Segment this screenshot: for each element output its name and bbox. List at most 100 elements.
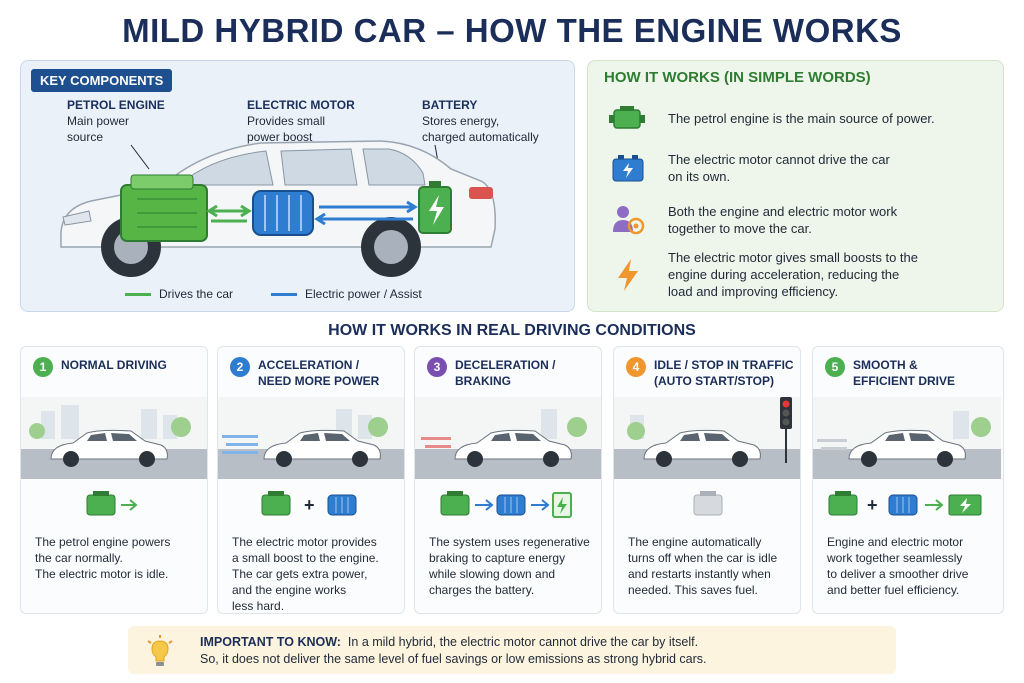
petrol-engine-label: PETROL ENGINE Main power source [67, 97, 165, 145]
acceleration-scene [218, 397, 404, 479]
card-title-line1: NORMAL DRIVING [61, 358, 167, 372]
hw-item-2-line2: on its own. [668, 169, 731, 184]
idle-stop-scene [614, 397, 800, 479]
electric-motor-heading: ELECTRIC MOTOR [247, 98, 355, 112]
engine-component [120, 174, 208, 242]
card-text-line: Engine and electric motor [827, 535, 964, 549]
important-note: IMPORTANT TO KNOW: In a mild hybrid, the… [128, 626, 896, 674]
card-description: The engine automatically turns off when … [628, 534, 793, 598]
legend-electric-label: Electric power / Assist [305, 287, 422, 301]
note-text: IMPORTANT TO KNOW: In a mild hybrid, the… [200, 634, 890, 668]
card-normal-driving: 1 NORMAL DRIVING The petrol engine power… [20, 346, 208, 614]
petrol-engine-heading: PETROL ENGINE [67, 98, 165, 112]
deceleration-flow [440, 491, 572, 518]
card-acceleration: 2 ACCELERATION / NEED MORE POWER + The e… [217, 346, 405, 614]
card-title-line2: BRAKING [455, 374, 511, 388]
card-text-line: less hard. [232, 599, 285, 613]
card-number: 5 [825, 357, 845, 377]
svg-text:+: + [867, 495, 878, 515]
hw-item-1-text: The petrol engine is the main source of … [668, 110, 935, 126]
battery-icon [606, 153, 650, 183]
card-title: DECELERATION / BRAKING [455, 357, 595, 389]
hw-item-2-line1: The electric motor cannot drive the car [668, 152, 890, 167]
normal-flow [86, 491, 138, 516]
hw-item-battery: The electric motor cannot drive the car … [588, 151, 1005, 185]
card-number: 4 [626, 357, 646, 377]
teamwork-icon [606, 205, 650, 235]
hw-item-4-line3: load and improving efficiency. [668, 284, 839, 299]
battery-component [418, 181, 452, 234]
acceleration-flow: + [261, 491, 357, 516]
smooth-drive-scene [813, 397, 1001, 479]
card-description: The electric motor provides a small boos… [232, 534, 397, 613]
card-text-line: turns off when the car is idle [628, 551, 778, 565]
card-idle-stop: 4 IDLE / STOP IN TRAFFIC (AUTO START/STO… [613, 346, 801, 614]
card-text-line: needed. This saves fuel. [628, 583, 758, 597]
battery-label: BATTERY Stores energy, charged automatic… [422, 97, 539, 145]
battery-heading: BATTERY [422, 98, 478, 112]
card-text-line: The car gets extra power, [232, 567, 368, 581]
hw-item-3-line1: Both the engine and electric motor work [668, 204, 898, 219]
card-smooth-drive: 5 SMOOTH & EFFICIENT DRIVE + Engine and … [812, 346, 1004, 614]
card-text-line: braking to capture energy [429, 551, 566, 565]
hw-item-4-line1: The electric motor gives small boosts to… [668, 250, 918, 265]
legend-green-line [125, 292, 151, 296]
petrol-engine-desc-2: source [67, 130, 104, 144]
normal-driving-scene [21, 397, 207, 479]
note-line-2: So, it does not deliver the same level o… [200, 652, 707, 666]
card-title: IDLE / STOP IN TRAFFIC (AUTO START/STOP) [654, 357, 794, 389]
electric-motor-desc-2: power boost [247, 130, 313, 144]
car-illustration [60, 140, 496, 277]
card-text-line: and restarts instantly when [628, 567, 771, 581]
card-text-line: while slowing down and [429, 567, 556, 581]
idle-stop-flow [693, 491, 723, 516]
card-deceleration: 3 DECELERATION / BRAKING The system uses… [414, 346, 602, 614]
battery-desc-2: charged automatically [422, 130, 539, 144]
legend-blue-line [271, 292, 297, 296]
card-text-line: The electric motor is idle. [35, 567, 169, 581]
legend-drives-label: Drives the car [159, 287, 234, 301]
how-it-works-title: HOW IT WORKS (IN SIMPLE WORDS) [604, 69, 871, 86]
hw-item-lightning: The electric motor gives small boosts to… [588, 249, 1005, 300]
note-line-1: In a mild hybrid, the electric motor can… [347, 635, 699, 649]
card-text-line: The electric motor provides [232, 535, 377, 549]
key-components-panel: KEY COMPONENTS PETROL ENGINE Main power … [20, 60, 575, 312]
how-it-works-panel: HOW IT WORKS (IN SIMPLE WORDS) The petro… [587, 60, 1004, 312]
legend-electric: Electric power / Assist [271, 287, 422, 301]
card-title-line2: (AUTO START/STOP) [654, 374, 774, 388]
card-text-line: charges the battery. [429, 583, 535, 597]
hw-item-4-line2: engine during acceleration, reducing the [668, 267, 900, 282]
card-description: The system uses regenerative braking to … [429, 534, 594, 598]
card-text-line: The petrol engine powers [35, 535, 171, 549]
card-description: Engine and electric motor work together … [827, 534, 992, 598]
petrol-engine-desc-1: Main power [67, 114, 130, 128]
engine-icon [606, 103, 650, 133]
card-title: NORMAL DRIVING [61, 357, 201, 373]
card-number: 2 [230, 357, 250, 377]
card-text-line: the car normally. [35, 551, 123, 565]
card-title-line1: IDLE / STOP IN TRAFFIC [654, 358, 794, 372]
hw-item-3-line2: together to move the car. [668, 221, 812, 236]
driving-conditions-title: HOW IT WORKS IN REAL DRIVING CONDITIONS [328, 322, 696, 339]
card-title-line1: DECELERATION / [455, 358, 556, 372]
electric-motor-desc-1: Provides small [247, 114, 326, 128]
key-components-tag: KEY COMPONENTS [31, 69, 173, 92]
card-title-line1: SMOOTH & [853, 358, 918, 372]
note-label: IMPORTANT TO KNOW: [200, 635, 341, 649]
lightning-icon [606, 258, 650, 291]
smooth-drive-flow: + [828, 491, 982, 516]
hw-item-engine: The petrol engine is the main source of … [588, 103, 1005, 133]
card-title-line2: EFFICIENT DRIVE [853, 374, 956, 388]
svg-text:+: + [304, 495, 315, 515]
card-title-line1: ACCELERATION / [258, 358, 360, 372]
card-text-line: The system uses regenerative [429, 535, 590, 549]
battery-desc-1: Stores energy, [422, 114, 500, 128]
card-text-line: The engine automatically [628, 535, 762, 549]
card-title: ACCELERATION / NEED MORE POWER [258, 357, 398, 389]
legend-drives: Drives the car [125, 287, 233, 301]
card-description: The petrol engine powers the car normall… [35, 534, 200, 582]
motor-component [252, 190, 314, 236]
card-text-line: and better fuel efficiency. [827, 583, 960, 597]
deceleration-scene [415, 397, 601, 479]
card-title: SMOOTH & EFFICIENT DRIVE [853, 357, 993, 389]
